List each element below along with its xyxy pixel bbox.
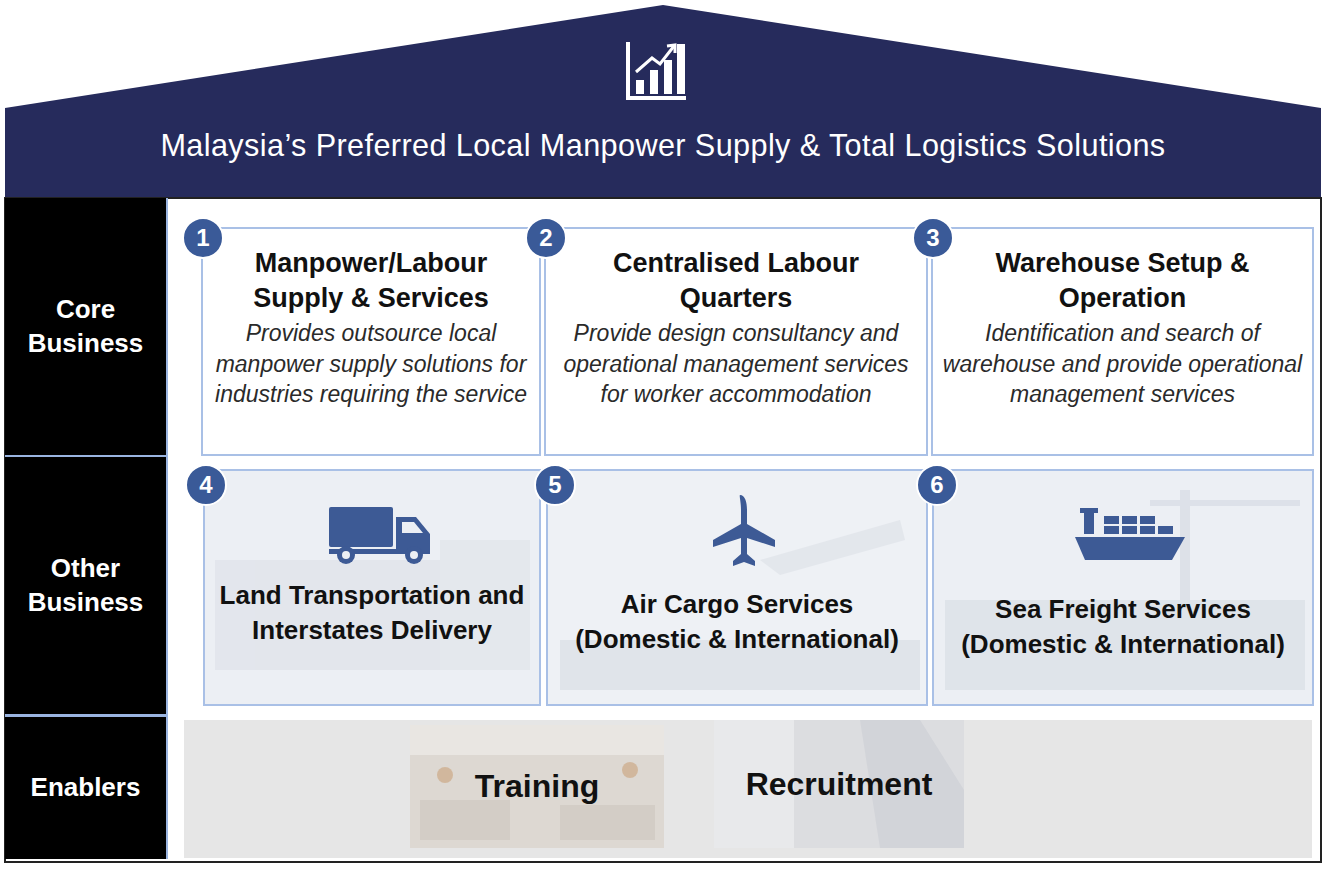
box-heading: Other Business	[5, 552, 166, 620]
box-heading: Training	[475, 768, 599, 805]
box-fill	[204, 470, 540, 705]
enabler-box: Training	[410, 725, 664, 848]
box-heading: Core Business	[5, 293, 166, 361]
box-description: Provides outsource local manpower supply…	[212, 318, 530, 409]
box-heading: Manpower/Labour Supply & Services	[212, 246, 530, 316]
box-fill	[932, 228, 1313, 455]
column-line	[166, 198, 168, 859]
row-label: Core Business	[5, 198, 166, 455]
service-box: Centralised Labour QuartersProvide desig…	[545, 228, 927, 455]
truck-icon	[329, 507, 430, 564]
callout-number: 3	[912, 217, 954, 259]
plane-icon	[713, 495, 775, 566]
row-label: Other Business	[5, 457, 166, 714]
ship-icon	[1075, 508, 1185, 560]
box-heading: Enablers	[25, 771, 147, 805]
box-fill	[933, 470, 1313, 705]
service-box: Manpower/Labour Supply & ServicesProvide…	[202, 228, 540, 455]
diagram-title: Malaysia’s Preferred Local Manpower Supp…	[10, 128, 1316, 163]
box-heading: Sea Freight Services (Domestic & Interna…	[941, 592, 1305, 661]
callout-number: 4	[185, 464, 227, 506]
callout-number: 5	[534, 464, 576, 506]
service-box: Sea Freight Services (Domestic & Interna…	[933, 470, 1313, 705]
box-heading: Warehouse Setup & Operation	[942, 246, 1303, 316]
box-heading: Land Transportation and Interstates Deli…	[212, 578, 532, 647]
row-column	[5, 198, 166, 859]
frame	[5, 198, 1321, 862]
box-fill	[545, 228, 927, 455]
box-description: Identification and search of warehouse a…	[942, 318, 1303, 409]
box-heading: Recruitment	[746, 766, 933, 803]
box-description: Provide design consultancy and operation…	[555, 318, 917, 409]
box-heading: Air Cargo Services (Domestic & Internati…	[555, 587, 919, 656]
box-fill	[202, 228, 540, 455]
recruitment-photo	[714, 720, 964, 848]
callout-number: 2	[525, 217, 567, 259]
training-photo	[410, 725, 664, 848]
service-box: Land Transportation and Interstates Deli…	[204, 470, 540, 705]
row-label: Enablers	[5, 717, 166, 859]
callout-number: 1	[182, 217, 224, 259]
box-fill	[547, 470, 927, 705]
callout-number: 6	[916, 464, 958, 506]
box-heading: Centralised Labour Quarters	[555, 246, 917, 316]
service-box: Warehouse Setup & OperationIdentificatio…	[932, 228, 1313, 455]
service-box: Air Cargo Services (Domestic & Internati…	[547, 470, 927, 705]
roof	[5, 5, 1321, 198]
enablers-band	[184, 720, 1312, 858]
chart-icon	[628, 42, 686, 98]
enabler-box: Recruitment	[714, 720, 964, 848]
